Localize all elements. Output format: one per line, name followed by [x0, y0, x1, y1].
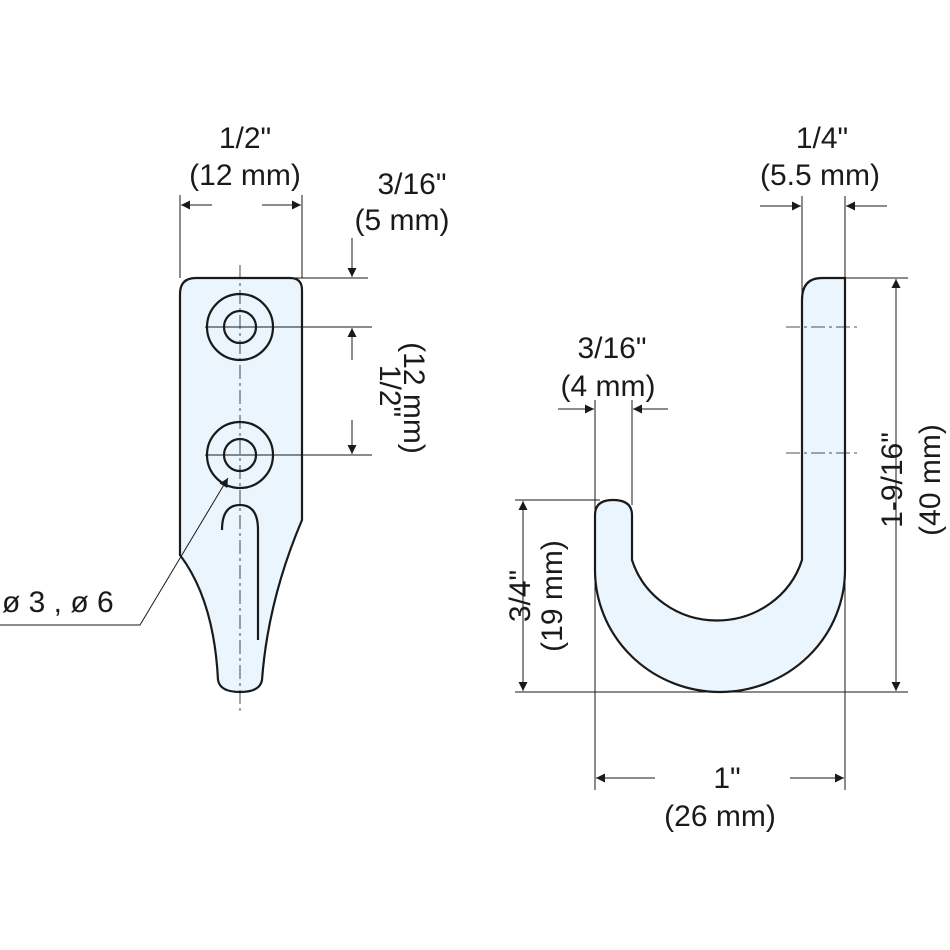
hole-spacing-imperial: 1/2": [373, 365, 406, 417]
tip-thickness-metric: (4 mm): [561, 370, 656, 403]
tip-height-imperial: 3/4": [504, 570, 537, 622]
top-offset-imperial: 3/16": [377, 168, 446, 201]
rod-thickness-imperial: 1/4": [796, 122, 848, 155]
hole-diameter-label: ø 3 , ø 6: [2, 586, 114, 619]
hook-width-metric: (12 mm): [189, 159, 301, 192]
hook-j-profile: [593, 276, 847, 694]
total-height-metric: (40 mm): [914, 424, 947, 536]
total-width-imperial: 1": [713, 762, 740, 795]
hole-diameter-leader: [0, 477, 229, 626]
front-view: 1/2" (12 mm) 3/16" (5 mm) 1/2" (12 mm) ø…: [0, 122, 449, 715]
hook-width-imperial: 1/2": [219, 122, 271, 155]
top-offset-metric: (5 mm): [355, 204, 450, 237]
hole-spacing-metric: (12 mm): [397, 342, 430, 454]
total-height-imperial: 1-9/16": [876, 432, 909, 528]
tip-height-metric: (19 mm): [536, 540, 569, 652]
tip-thickness-imperial: 3/16": [577, 332, 646, 365]
total-width-metric: (26 mm): [664, 800, 776, 833]
side-view: 1/4" (5.5 mm) 3/16" (4 mm) 1-9/16" (40 m…: [504, 122, 947, 833]
rod-thickness-metric: (5.5 mm): [760, 159, 880, 192]
